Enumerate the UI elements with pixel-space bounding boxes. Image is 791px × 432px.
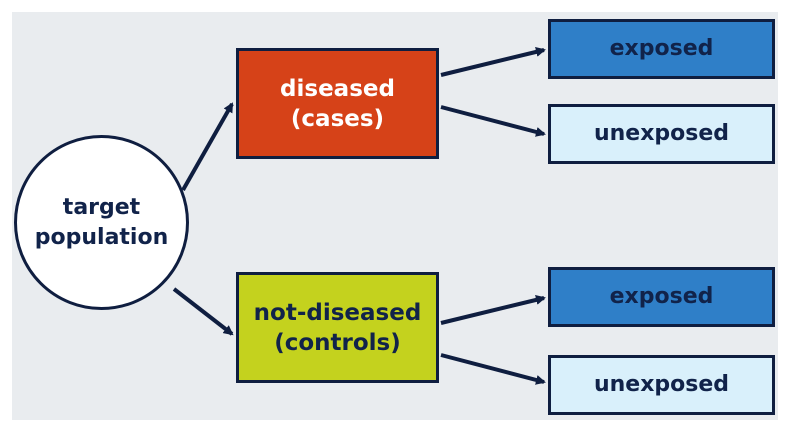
arrow-root-to-cases [181, 102, 234, 191]
controls-unexposed-box: unexposed [548, 355, 775, 415]
arrow-controls-to-exposed [440, 295, 546, 325]
target-population-line-1: target [62, 194, 141, 220]
controls-exposed-label: exposed [609, 284, 714, 309]
cases-exposed-label: exposed [609, 36, 714, 61]
cases-line-1: diseased [280, 75, 395, 102]
controls-exposed-box: exposed [548, 267, 775, 327]
target-population-line-2: population [34, 224, 169, 250]
controls-line-2: (controls) [274, 329, 401, 356]
cases-unexposed-box: unexposed [548, 104, 775, 164]
cases-unexposed-label: unexposed [593, 121, 730, 146]
controls-node: not-diseased (controls) [236, 272, 439, 383]
controls-unexposed-label: unexposed [593, 372, 730, 397]
cases-node: diseased (cases) [236, 48, 439, 159]
cases-exposed-box: exposed [548, 19, 775, 79]
target-population-node: target population [14, 135, 189, 310]
arrow-cases-to-unexposed [440, 105, 546, 137]
cases-line-2: (cases) [290, 105, 385, 132]
arrow-controls-to-unexposed [440, 353, 546, 385]
arrow-cases-to-exposed [440, 47, 546, 77]
arrow-root-to-controls [172, 287, 234, 336]
controls-line-1: not-diseased [253, 299, 422, 326]
